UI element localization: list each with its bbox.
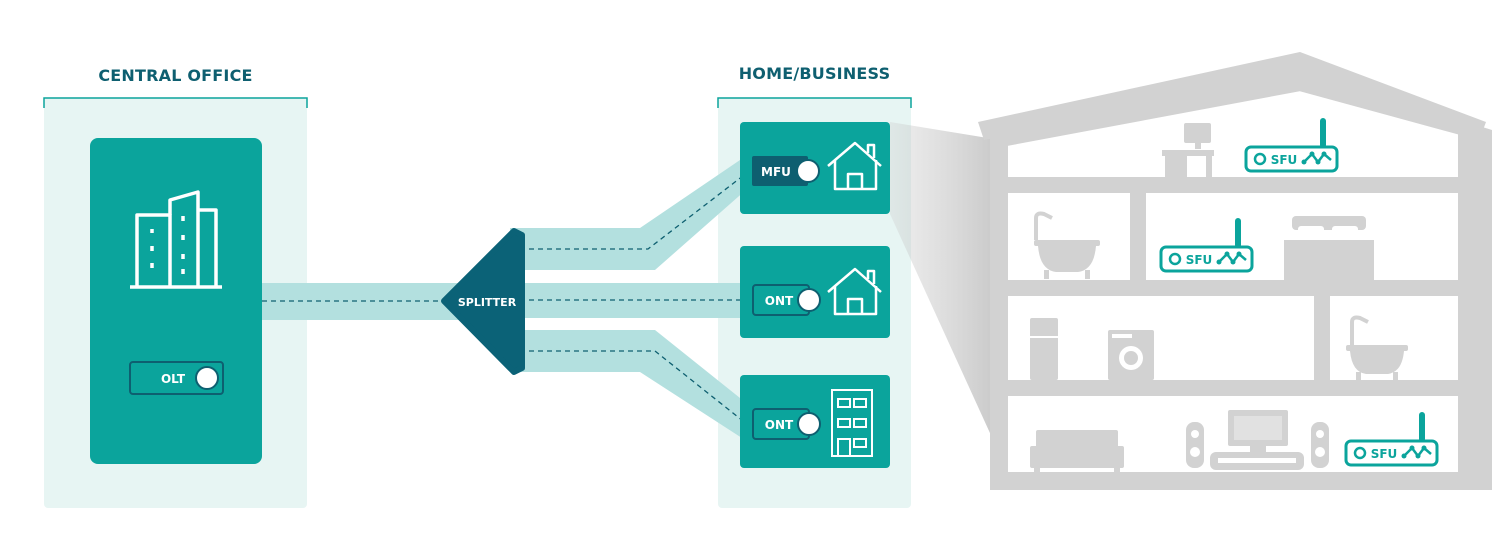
olt-label: OLT bbox=[161, 372, 186, 386]
mfu-card: MFU bbox=[740, 122, 890, 214]
sfu-router-middle: SFU bbox=[1159, 218, 1254, 273]
bed-icon bbox=[1284, 216, 1374, 280]
building-zoom-beam bbox=[890, 122, 1000, 455]
sfu-router-top: SFU bbox=[1244, 118, 1339, 173]
speaker-icon bbox=[1186, 422, 1204, 468]
office-building-icon bbox=[130, 190, 222, 289]
fiber-branches bbox=[510, 160, 755, 440]
ont-building-card: ONT bbox=[740, 375, 890, 468]
speaker-icon bbox=[1311, 422, 1329, 468]
ont-home-label: ONT bbox=[765, 294, 794, 308]
bathtub-icon bbox=[1034, 211, 1100, 279]
splitter: SPLITTER bbox=[441, 228, 525, 375]
apartment-building-icon bbox=[831, 389, 873, 457]
wifi-wave-icon bbox=[1216, 251, 1247, 265]
home-business-title: HOME/BUSINESS bbox=[738, 64, 891, 83]
fridge-icon bbox=[1030, 318, 1058, 380]
washing-machine-icon bbox=[1108, 330, 1154, 380]
ont-home-card: ONT bbox=[740, 246, 890, 338]
fiber-trunk bbox=[262, 283, 462, 320]
wifi-wave-icon bbox=[1401, 445, 1432, 459]
bathtub-icon bbox=[1346, 315, 1408, 380]
central-office-card bbox=[90, 138, 262, 464]
ont-building-label: ONT bbox=[765, 418, 794, 432]
house-icon bbox=[827, 267, 882, 316]
house-icon bbox=[827, 141, 882, 191]
tv-icon bbox=[1210, 410, 1304, 470]
central-office-title: CENTRAL OFFICE bbox=[98, 66, 253, 85]
splitter-label: SPLITTER bbox=[458, 296, 517, 309]
sfu-router-bottom: SFU bbox=[1344, 412, 1439, 467]
olt-port: OLT bbox=[129, 361, 224, 395]
sfu-label: SFU bbox=[1271, 153, 1298, 167]
mfu-label: MFU bbox=[761, 165, 791, 179]
sfu-label: SFU bbox=[1371, 447, 1398, 461]
computer-icon bbox=[1162, 123, 1214, 177]
sofa-icon bbox=[1030, 430, 1124, 472]
wifi-wave-icon bbox=[1301, 151, 1332, 165]
house-illustration bbox=[978, 52, 1492, 490]
house-walls bbox=[990, 80, 1492, 490]
sfu-label: SFU bbox=[1186, 253, 1213, 267]
